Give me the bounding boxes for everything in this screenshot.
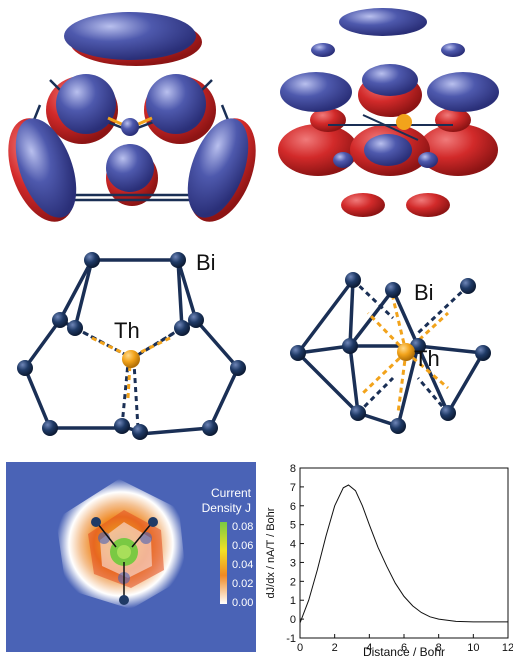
- blue-lobes: [15, 12, 249, 218]
- structure-side-view: Bi Th: [290, 272, 491, 434]
- structure-top-view: Bi Th: [17, 250, 246, 440]
- colorbar-tick-label: 0.06: [232, 540, 253, 552]
- y-tick-label: 8: [290, 463, 296, 475]
- y-tick-label: 3: [290, 557, 296, 569]
- th-atom: [397, 343, 415, 361]
- y-tick-label: 0: [290, 614, 296, 626]
- colorbar-ticks: 0.08 0.06 0.04 0.02 0.00: [232, 521, 253, 609]
- current-density-map: Current Density J 0.08 0.06 0.04 0.02 0.00: [6, 462, 256, 652]
- y-tick-label: 2: [290, 576, 296, 588]
- y-tick-label: -1: [286, 633, 296, 645]
- colorbar-tick-label: 0.08: [232, 521, 253, 533]
- y-tick-label: 6: [290, 501, 296, 513]
- plot-frame: [299, 467, 509, 639]
- label-th: Th: [114, 318, 140, 343]
- y-tick-label: 1: [290, 595, 296, 607]
- orbital-isosurface-side-view: [278, 8, 499, 217]
- y-tick-label: 4: [290, 539, 296, 551]
- th-center-sphere: [396, 114, 412, 130]
- y-axis-label: dJ/dx / nA/T / Bohr: [265, 507, 277, 598]
- label-bi: Bi: [196, 250, 216, 275]
- colorbar-tick-label: 0.02: [232, 578, 253, 590]
- y-tick-label: 5: [290, 520, 296, 532]
- orbital-isosurface-top-view: [8, 12, 256, 222]
- label-th: Th: [414, 346, 440, 371]
- colorbar: [220, 522, 227, 604]
- legend-title-line1: Current: [211, 486, 252, 500]
- x-tick-label: 0: [297, 642, 303, 654]
- legend-title-line2: Density J: [202, 501, 251, 515]
- x-tick-label: 10: [467, 642, 479, 654]
- label-bi: Bi: [414, 280, 434, 305]
- x-axis-label: Distance / Bohr: [363, 645, 445, 658]
- th-atom: [122, 350, 140, 368]
- colorbar-tick-label: 0.04: [232, 559, 253, 571]
- x-tick-label: 4: [366, 642, 372, 654]
- th-center-sphere: [121, 118, 139, 136]
- x-tick-label: 8: [436, 642, 442, 654]
- colorbar-tick-label: 0.00: [232, 597, 253, 609]
- y-tick-label: 7: [290, 482, 296, 494]
- x-tick-label: 2: [332, 642, 338, 654]
- x-tick-label: 6: [401, 642, 407, 654]
- series-line: [299, 484, 508, 624]
- x-tick-label: 12: [502, 642, 513, 654]
